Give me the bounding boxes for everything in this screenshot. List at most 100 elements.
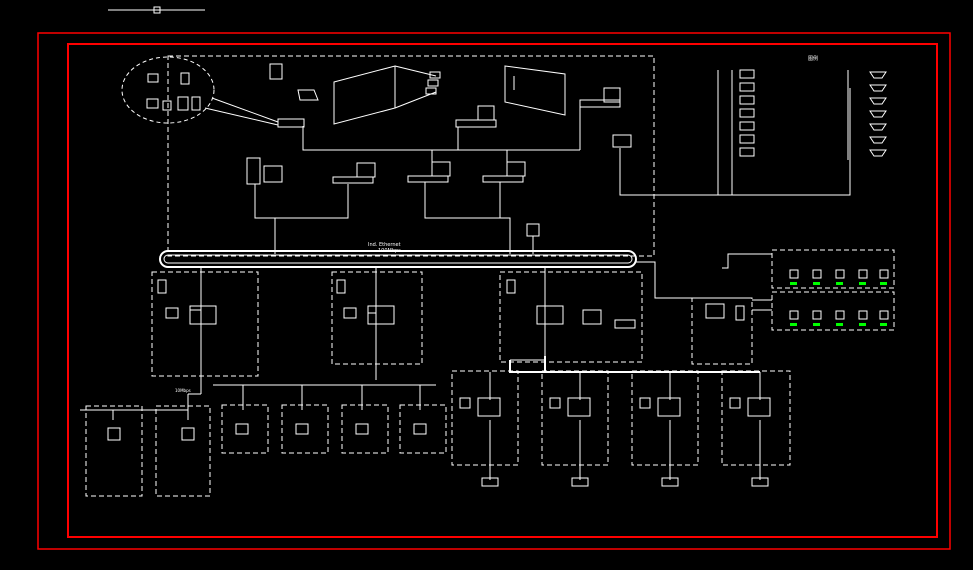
io-device-icon bbox=[789, 269, 799, 279]
plc-rack-icon bbox=[189, 305, 217, 325]
io-panel bbox=[771, 291, 895, 331]
status-led bbox=[813, 282, 820, 285]
ups-icon bbox=[612, 134, 632, 148]
control-room-zone bbox=[167, 55, 655, 257]
field-device-icon bbox=[751, 477, 769, 487]
pc-icon bbox=[639, 397, 651, 409]
status-led bbox=[859, 323, 866, 326]
outer-frame bbox=[37, 32, 951, 550]
workstation-icon bbox=[705, 303, 725, 319]
remote-io-zone bbox=[85, 405, 143, 497]
plc-icon bbox=[107, 427, 121, 441]
pc-icon bbox=[459, 397, 471, 409]
station-zone bbox=[691, 297, 753, 365]
server-tower-icon bbox=[735, 305, 745, 321]
status-led bbox=[880, 323, 887, 326]
pc-icon bbox=[162, 100, 172, 111]
legend-left bbox=[717, 69, 755, 195]
pc-icon bbox=[343, 307, 357, 319]
plc-rack-icon bbox=[657, 397, 681, 417]
pc-icon bbox=[146, 98, 159, 109]
pc-icon bbox=[549, 397, 561, 409]
workstation-icon bbox=[477, 105, 495, 121]
printer-icon bbox=[269, 63, 283, 80]
operator-station-icon bbox=[431, 161, 451, 177]
status-led bbox=[813, 323, 820, 326]
io-module-icon bbox=[413, 423, 427, 435]
substation-zone bbox=[631, 370, 699, 466]
cabinet-icon bbox=[336, 279, 346, 294]
station-zone bbox=[151, 271, 259, 377]
io-device-icon bbox=[812, 269, 822, 279]
keyboard-icon bbox=[579, 99, 621, 108]
inner-frame bbox=[67, 43, 938, 538]
laptop-icon bbox=[297, 89, 319, 101]
workstation-icon bbox=[263, 165, 283, 183]
legend-right bbox=[847, 70, 887, 160]
ring-label-speed: 100Mbps bbox=[378, 248, 401, 254]
toolbar-fragment bbox=[108, 6, 205, 14]
keyboard-icon bbox=[455, 119, 497, 128]
plc-rack-icon bbox=[747, 397, 771, 417]
io-module-zone bbox=[399, 404, 447, 454]
keyboard-icon bbox=[332, 176, 374, 184]
plc-icon bbox=[526, 223, 540, 237]
status-led bbox=[836, 282, 843, 285]
io-device-icon bbox=[812, 310, 822, 320]
io-device-icon bbox=[835, 269, 845, 279]
workstation-icon bbox=[582, 309, 602, 325]
io-device-icon bbox=[835, 310, 845, 320]
remote-client-bubble bbox=[121, 56, 279, 126]
display-wall-icon bbox=[333, 65, 441, 125]
status-indicators bbox=[789, 269, 889, 326]
bus-label: 10Mbps bbox=[175, 388, 191, 393]
operator-station-icon bbox=[506, 161, 526, 177]
cabinet-icon bbox=[157, 279, 167, 294]
operator-station-icon bbox=[356, 162, 376, 178]
io-module-zone bbox=[281, 404, 329, 454]
keyboard-icon bbox=[482, 175, 524, 183]
server-icon bbox=[180, 72, 190, 85]
substation-zone bbox=[721, 370, 791, 466]
ring-label-protocol: Ind. Ethernet bbox=[368, 242, 401, 248]
station-zone bbox=[331, 271, 423, 365]
network-switch-icon bbox=[277, 118, 305, 128]
status-led bbox=[790, 282, 797, 285]
server-icon bbox=[191, 96, 201, 111]
status-led bbox=[859, 282, 866, 285]
pc-icon bbox=[729, 397, 741, 409]
legend-title: 图例 bbox=[808, 55, 818, 62]
io-panel bbox=[771, 249, 895, 289]
ring-drops bbox=[190, 253, 772, 380]
display-wall-icon bbox=[504, 65, 566, 116]
io-module-icon bbox=[295, 423, 309, 435]
field-device-icon bbox=[571, 477, 589, 487]
substation-wiring bbox=[489, 356, 761, 480]
status-led bbox=[836, 323, 843, 326]
io-module-zone bbox=[341, 404, 389, 454]
station-zone bbox=[499, 271, 643, 363]
plc-rack-icon bbox=[567, 397, 591, 417]
ethernet-ring: Ind. Ethernet 100Mbps bbox=[159, 242, 637, 268]
io-module-zone bbox=[221, 404, 269, 454]
io-device-icon bbox=[789, 310, 799, 320]
field-bus bbox=[80, 376, 436, 420]
pc-icon bbox=[147, 73, 159, 83]
substation-zone bbox=[541, 370, 609, 466]
server-icon bbox=[177, 96, 189, 111]
plc-rack-icon bbox=[367, 305, 395, 325]
control-room-wiring bbox=[254, 88, 851, 254]
field-device-icon bbox=[481, 477, 499, 487]
substation-zone bbox=[451, 370, 519, 466]
cabinet-icon bbox=[506, 279, 516, 294]
status-led bbox=[880, 282, 887, 285]
io-module-icon bbox=[355, 423, 369, 435]
io-device-icon bbox=[858, 310, 868, 320]
plc-icon bbox=[181, 427, 195, 441]
io-device-icon bbox=[879, 310, 889, 320]
pc-icon bbox=[165, 307, 179, 319]
toolbar-grip-icon[interactable] bbox=[153, 6, 161, 14]
keyboard-icon bbox=[407, 175, 449, 183]
